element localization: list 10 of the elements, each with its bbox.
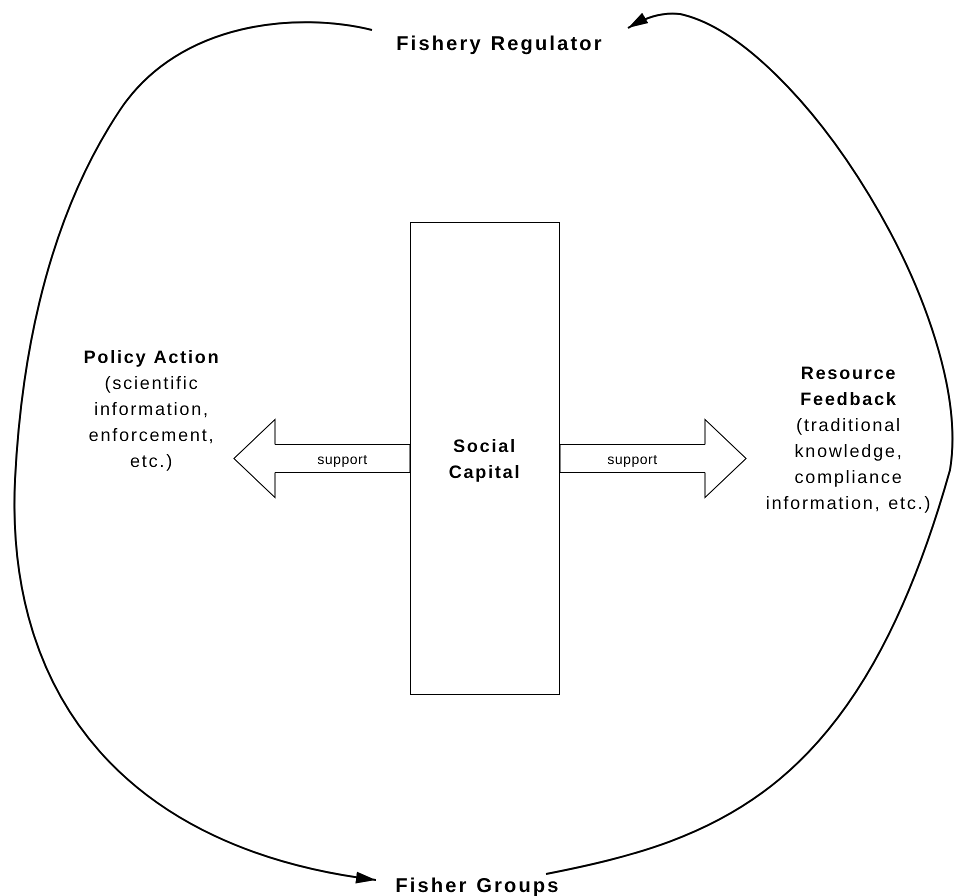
heading-text: Policy Action bbox=[84, 346, 220, 369]
process-box bbox=[410, 222, 560, 695]
actor-name: Fishery Regulator bbox=[396, 32, 604, 57]
description-text: (scientific information, enforcement, etc.) bbox=[88, 372, 216, 473]
heading-text: Social Capital bbox=[448, 434, 522, 484]
heading-text: Resource Feedback bbox=[799, 362, 899, 411]
curved-arrow bbox=[546, 12, 953, 875]
description-text: (traditional knowledge, compliance information, etc.) bbox=[764, 414, 934, 515]
curved-arrow bbox=[14, 21, 376, 883]
actor-name: Fisher Groups bbox=[395, 874, 561, 896]
